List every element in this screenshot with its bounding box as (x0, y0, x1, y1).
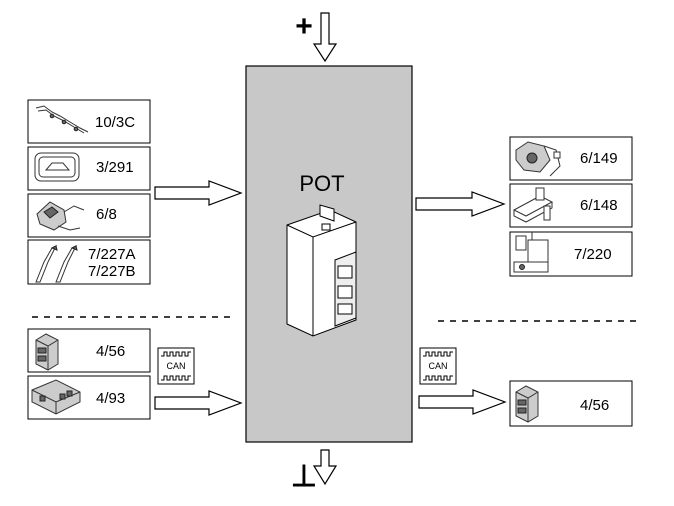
can-right-arrow (418, 389, 507, 415)
control-module-icon (35, 333, 59, 371)
gas-strut-icon (513, 232, 549, 273)
can-left-code-4-93: 4/93 (96, 390, 125, 407)
can-bus-badge-right: CAN (419, 347, 457, 385)
wiring-harness-icon (35, 105, 89, 134)
output-code-7-220: 7/220 (574, 246, 612, 263)
input-component-10-3c: 10/3C (27, 99, 151, 144)
output-component-7-220: 7/220 (509, 231, 633, 277)
output-component-6-149: 6/149 (509, 136, 633, 181)
control-unit-icon (286, 204, 357, 337)
ground-symbol: ⊥ (291, 460, 317, 493)
can-module-4-56-left: 4/56 (27, 328, 151, 373)
can-bus-badge-left: CAN (157, 347, 195, 385)
pinch-strip-icon (35, 244, 78, 283)
input-component-7-227: 7/227A 7/227B (27, 239, 151, 285)
can-module-4-56-right: 4/56 (509, 380, 633, 427)
input-code-6-8: 6/8 (96, 206, 117, 223)
can-left-arrow (154, 390, 243, 416)
output-component-6-148: 6/148 (509, 183, 633, 228)
output-arrow (415, 191, 506, 217)
can-label-left: CAN (166, 361, 185, 371)
input-code-7-227a: 7/227A (88, 246, 136, 263)
input-code-3-291: 3/291 (96, 159, 134, 176)
control-module-icon (515, 385, 539, 423)
can-left-code-4-56: 4/56 (96, 343, 125, 360)
pot-module-label: POT (299, 171, 344, 196)
can-module-4-93: 4/93 (27, 375, 151, 420)
connector-module-icon (31, 379, 81, 415)
ground-out-arrow (312, 449, 338, 486)
lock-motor-icon (36, 201, 85, 231)
input-component-6-8: 6/8 (27, 193, 151, 238)
power-in-arrow (312, 12, 338, 63)
can-label-right: CAN (428, 361, 447, 371)
input-component-3-291: 3/291 (27, 146, 151, 191)
tailgate-switch-icon (34, 152, 80, 182)
valve-icon (512, 187, 554, 223)
input-code-7-227b: 7/227B (88, 263, 136, 280)
output-code-6-149: 6/149 (580, 150, 618, 167)
input-arrow (154, 180, 243, 206)
input-code-10-3c: 10/3C (95, 114, 135, 131)
drive-motor-icon (515, 141, 561, 177)
can-right-code-4-56: 4/56 (580, 397, 609, 414)
output-code-6-148: 6/148 (580, 197, 618, 214)
plus-symbol: + (295, 10, 313, 43)
